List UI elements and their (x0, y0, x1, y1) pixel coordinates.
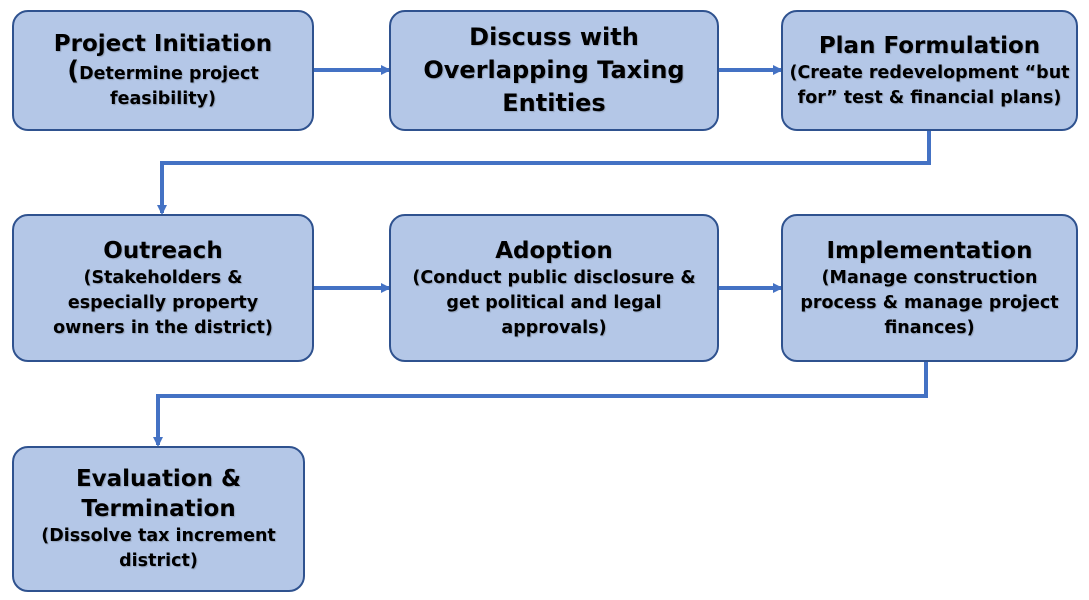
step-title: Evaluation & Termination (75, 466, 242, 522)
step-implementation: Implementation (Manage construction proc… (781, 214, 1078, 362)
arrow-implementation-to-evaluation (153, 362, 928, 447)
step-title: Discuss with Overlapping Taxing Entities (423, 23, 685, 117)
step-plan-formulation: Plan Formulation (Create redevelopment “… (781, 10, 1078, 131)
step-description-prefix: ( (67, 56, 80, 86)
arrow-plan-to-outreach (157, 131, 931, 215)
step-title: Project Initiation (53, 31, 273, 57)
step-title: Plan Formulation (818, 32, 1041, 59)
step-outreach: Outreach (Stakeholders & especially prop… (12, 214, 314, 362)
step-description: (Conduct public disclosure & get politic… (412, 267, 696, 338)
step-title: Outreach (103, 237, 223, 264)
step-evaluation-termination: Evaluation & Termination (Dissolve tax i… (12, 446, 305, 592)
step-discuss-taxing-entities: Discuss with Overlapping Taxing Entities (389, 10, 719, 131)
step-description: (Determine project feasibility) (20, 56, 306, 112)
step-description: (Dissolve tax increment district) (41, 526, 276, 571)
step-adoption: Adoption (Conduct public disclosure & ge… (389, 214, 719, 362)
step-title: Adoption (495, 237, 613, 264)
step-description-text: Determine project feasibility) (79, 64, 259, 109)
step-project-initiation: Project Initiation (Determine project fe… (12, 10, 314, 131)
step-title: Implementation (826, 237, 1033, 264)
step-description: (Stakeholders & especially property owne… (53, 267, 273, 338)
step-description: (Manage construction process & manage pr… (800, 267, 1059, 338)
step-description: (Create redevelopment “but for” test & f… (789, 62, 1070, 108)
